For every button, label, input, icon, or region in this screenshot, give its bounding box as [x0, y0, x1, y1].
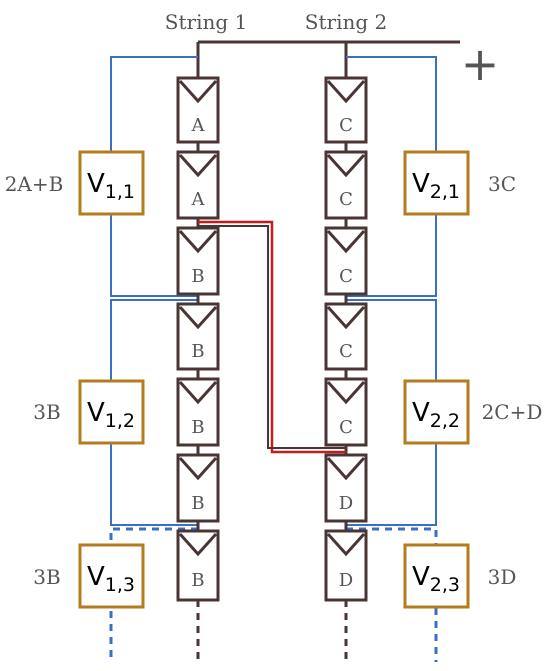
- svg-text:V2,2: V2,2: [412, 398, 460, 432]
- voltmeter-v21-label: 3C: [488, 172, 516, 196]
- svg-text:A: A: [191, 115, 206, 136]
- pv-module-s2-6: D: [324, 453, 368, 523]
- pv-module-s2-1: C: [324, 76, 368, 144]
- svg-text:B: B: [191, 417, 204, 438]
- voltmeter-v12: V1,2: [78, 379, 145, 445]
- svg-text:C: C: [339, 115, 353, 136]
- svg-text:V2,3: V2,3: [412, 562, 460, 596]
- pv-module-s1-4: B: [176, 302, 220, 371]
- top-bus: [196, 40, 460, 78]
- svg-text:C: C: [339, 341, 353, 362]
- cross-connection-wire-dark: [198, 225, 346, 449]
- pv-module-s1-6: B: [176, 453, 220, 523]
- voltmeter-v11: V1,1: [78, 150, 145, 216]
- svg-text:B: B: [191, 570, 204, 591]
- pv-module-s2-3: C: [324, 226, 368, 296]
- voltmeter-v12-label: 3B: [33, 400, 60, 424]
- svg-text:B: B: [191, 266, 204, 287]
- pv-module-s1-3: B: [176, 226, 220, 296]
- pv-module-s2-5: C: [324, 377, 368, 447]
- svg-text:B: B: [191, 341, 204, 362]
- pv-module-s1-5: B: [176, 377, 220, 447]
- voltmeter-v23-label: 3D: [488, 565, 517, 589]
- svg-text:D: D: [339, 493, 353, 514]
- plus-terminal-icon: +: [461, 37, 500, 91]
- svg-text:A: A: [191, 189, 206, 210]
- pv-module-s1-7: B: [176, 529, 220, 602]
- voltmeter-v22-label: 2C+D: [482, 400, 543, 424]
- svg-text:C: C: [339, 189, 353, 210]
- voltmeter-v11-label: 2A+B: [5, 172, 64, 196]
- svg-text:V1,1: V1,1: [87, 169, 135, 203]
- voltmeter-v23: V2,3: [403, 543, 470, 609]
- voltmeter-v22: V2,2: [403, 379, 470, 445]
- svg-text:V2,1: V2,1: [412, 169, 460, 203]
- voltmeter-v13: V1,3: [78, 543, 145, 609]
- pv-module-s1-2: A: [176, 150, 220, 220]
- svg-text:V1,2: V1,2: [87, 398, 135, 432]
- svg-text:V1,3: V1,3: [87, 562, 135, 596]
- svg-text:C: C: [339, 266, 353, 287]
- voltmeter-v21: V2,1: [403, 150, 470, 216]
- voltmeter-v13-label: 3B: [33, 565, 60, 589]
- pv-module-s2-7: D: [324, 529, 368, 602]
- svg-text:D: D: [339, 570, 353, 591]
- svg-text:C: C: [339, 417, 353, 438]
- pv-module-s1-1: A: [176, 76, 220, 144]
- pv-module-s2-4: C: [324, 302, 368, 371]
- string-2-label: String 2: [305, 10, 387, 34]
- cross-connection-wire: [198, 220, 346, 454]
- svg-text:B: B: [191, 493, 204, 514]
- pv-module-s2-2: C: [324, 150, 368, 220]
- string-1-label: String 1: [165, 10, 247, 34]
